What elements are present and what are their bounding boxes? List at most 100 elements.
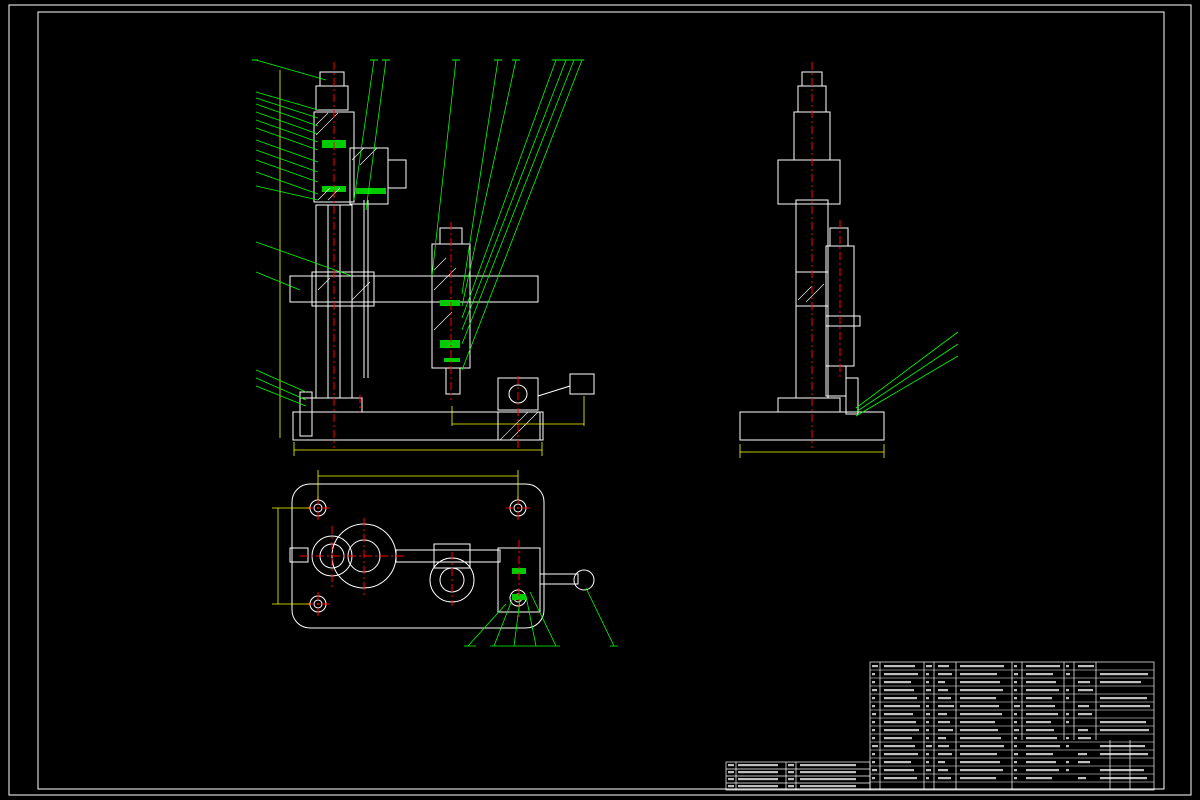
front-motor-stub [387, 159, 407, 189]
top-centerlines [300, 496, 530, 620]
parts-list-text-mark [1100, 777, 1147, 780]
parts-list-text-mark [926, 745, 932, 748]
parts-list-text-mark [1078, 729, 1088, 732]
parts-list-text-mark [1026, 769, 1059, 772]
parts-list-text-mark [1026, 777, 1052, 780]
parts-list-text-mark [1014, 713, 1017, 716]
front-leader-lines [255, 59, 583, 407]
top-section-highlights [512, 568, 526, 600]
parts-list-text-mark [926, 681, 929, 684]
inner-border [37, 11, 1165, 790]
side-head [793, 111, 831, 161]
parts-list-text-mark [926, 665, 932, 668]
parts-list-text-mark [938, 777, 951, 780]
parts-list-text-mark [926, 737, 929, 740]
side-leader-lines [855, 331, 959, 417]
top-clamp [289, 547, 309, 563]
parts-list-text-mark [1066, 697, 1069, 700]
front-clamp-screw [299, 391, 313, 437]
top-base [291, 483, 545, 629]
parts-list-text-mark [1014, 769, 1017, 772]
front-base-plate [299, 397, 363, 413]
parts-list-text-mark [872, 713, 876, 716]
title-block-text-mark [800, 785, 856, 788]
parts-list-text-mark [884, 681, 911, 684]
front-view [289, 71, 595, 441]
parts-list-text-mark [872, 697, 875, 700]
parts-list-text-mark [938, 737, 946, 740]
title-block-text-mark [800, 778, 856, 781]
front-top-block [315, 85, 349, 111]
parts-list-text-mark [884, 777, 917, 780]
parts-list-text-mark [960, 721, 995, 724]
parts-list-text-mark [1066, 673, 1070, 676]
parts-list-text-mark [1100, 705, 1150, 708]
side-knob [825, 315, 861, 327]
parts-list-text-mark [1014, 777, 1017, 780]
title-block-text-mark [788, 764, 794, 767]
parts-list-text-mark [1066, 761, 1069, 764]
outer-border [8, 4, 1192, 796]
parts-list-text-mark [884, 721, 916, 724]
parts-list-text-mark [884, 665, 915, 668]
parts-list-rows [870, 669, 1154, 783]
title-block-text-mark [738, 778, 778, 781]
parts-list-text-mark [884, 705, 920, 708]
front-arm [289, 275, 539, 303]
parts-list-text-mark [1100, 721, 1146, 724]
parts-list-text-mark [884, 689, 914, 692]
parts-list-text-mark [1014, 761, 1017, 764]
parts-list-text-mark [960, 673, 997, 676]
front-vise-handle [569, 373, 595, 395]
parts-list-text-mark [1014, 729, 1019, 732]
title-block-text-mark [738, 785, 778, 788]
front-arm-clamp [311, 271, 375, 307]
parts-list-text-mark [1078, 665, 1094, 668]
parts-list-text-mark [926, 777, 929, 780]
parts-list-text-mark [1066, 721, 1069, 724]
parts-list-text-mark [884, 769, 914, 772]
parts-list-text-mark [960, 705, 999, 708]
parts-list-text-mark [872, 737, 875, 740]
parts-list-text-mark [938, 697, 951, 700]
parts-list-text-mark [938, 713, 947, 716]
highlight-part [440, 340, 460, 348]
parts-list-text-mark [1014, 689, 1017, 692]
parts-list-text-mark [872, 729, 875, 732]
parts-list-text-mark [1078, 681, 1090, 684]
front-vise-jaw [497, 411, 541, 441]
parts-list-text-mark [960, 761, 1000, 764]
parts-list-text-mark [872, 681, 875, 684]
parts-list-text-mark [1078, 753, 1087, 756]
title-block [725, 761, 871, 791]
highlight-part [356, 188, 386, 194]
side-motor-cap [829, 227, 849, 247]
parts-list-text-mark [1078, 761, 1090, 764]
side-base-plate [777, 397, 841, 413]
parts-list-text-mark [938, 769, 948, 772]
parts-list-text-mark [1026, 705, 1055, 708]
parts-list-text-mark [938, 673, 952, 676]
top-arm [395, 549, 501, 563]
parts-list-text-mark [926, 713, 930, 716]
parts-list-text-mark [960, 697, 996, 700]
parts-list-text-mark [926, 729, 929, 732]
parts-list-text-mark [1014, 737, 1017, 740]
parts-list-text-mark [938, 681, 945, 684]
parts-list-text-mark [938, 689, 948, 692]
title-block-text-mark [728, 778, 734, 781]
parts-list-text-mark [960, 681, 1000, 684]
parts-list-text-mark [1100, 681, 1141, 684]
parts-list-text-mark [1026, 761, 1056, 764]
title-block-text-mark [728, 785, 734, 788]
parts-list-text-mark [884, 761, 911, 764]
parts-list-text-mark [1014, 673, 1018, 676]
parts-list-text-mark [884, 713, 913, 716]
parts-list-text-mark [926, 769, 931, 772]
parts-list-text-mark [960, 777, 996, 780]
parts-list-text-mark [872, 769, 877, 772]
top-vise-handle [539, 573, 579, 585]
parts-list-text-mark [1026, 745, 1060, 748]
parts-list-text-mark [1014, 745, 1017, 748]
title-block-text-mark [728, 771, 734, 774]
